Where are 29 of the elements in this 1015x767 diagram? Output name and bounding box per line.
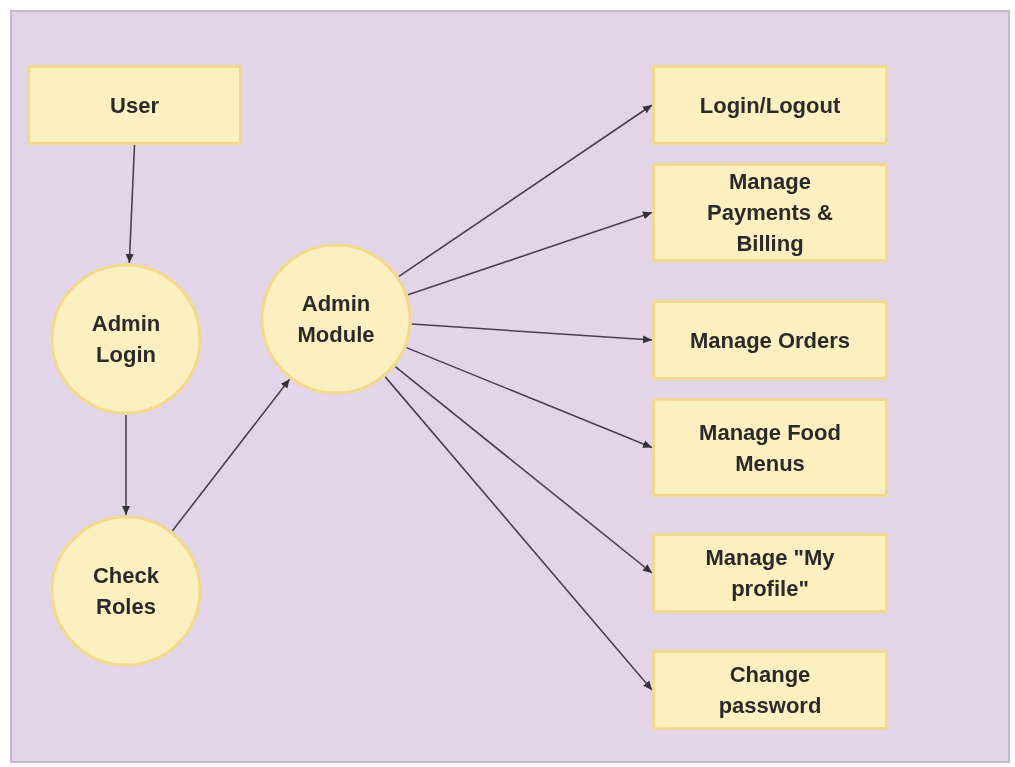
arrow (394, 365, 653, 574)
process-box (652, 163, 888, 262)
arrow (411, 323, 653, 344)
arrow (405, 346, 653, 449)
process-box (652, 533, 888, 613)
process-box (652, 398, 888, 497)
node-label: Admin Login (90, 310, 162, 369)
node-label: Login/Logout (698, 91, 842, 120)
node-label: Manage Food Menus (698, 418, 842, 478)
process-circle (50, 515, 202, 667)
process-circle (260, 243, 412, 395)
node-label: Change password (717, 661, 823, 720)
arrow (398, 104, 653, 278)
process-box (652, 300, 888, 380)
process-box (27, 65, 242, 145)
process-circle (50, 263, 202, 415)
node-label: Admin Module (296, 290, 376, 349)
arrow (384, 376, 653, 691)
arrow (122, 414, 130, 516)
arrow (125, 144, 136, 264)
arrow (407, 211, 653, 296)
arrow (171, 378, 291, 532)
node-label: Manage "My profile" (704, 544, 836, 603)
node-label: Manage Payments & Billing (706, 168, 834, 258)
node-label: Manage Orders (688, 326, 852, 355)
node-label: User (109, 91, 160, 120)
node-label: Check Roles (91, 562, 160, 621)
process-box (652, 650, 888, 730)
process-box (652, 65, 888, 145)
